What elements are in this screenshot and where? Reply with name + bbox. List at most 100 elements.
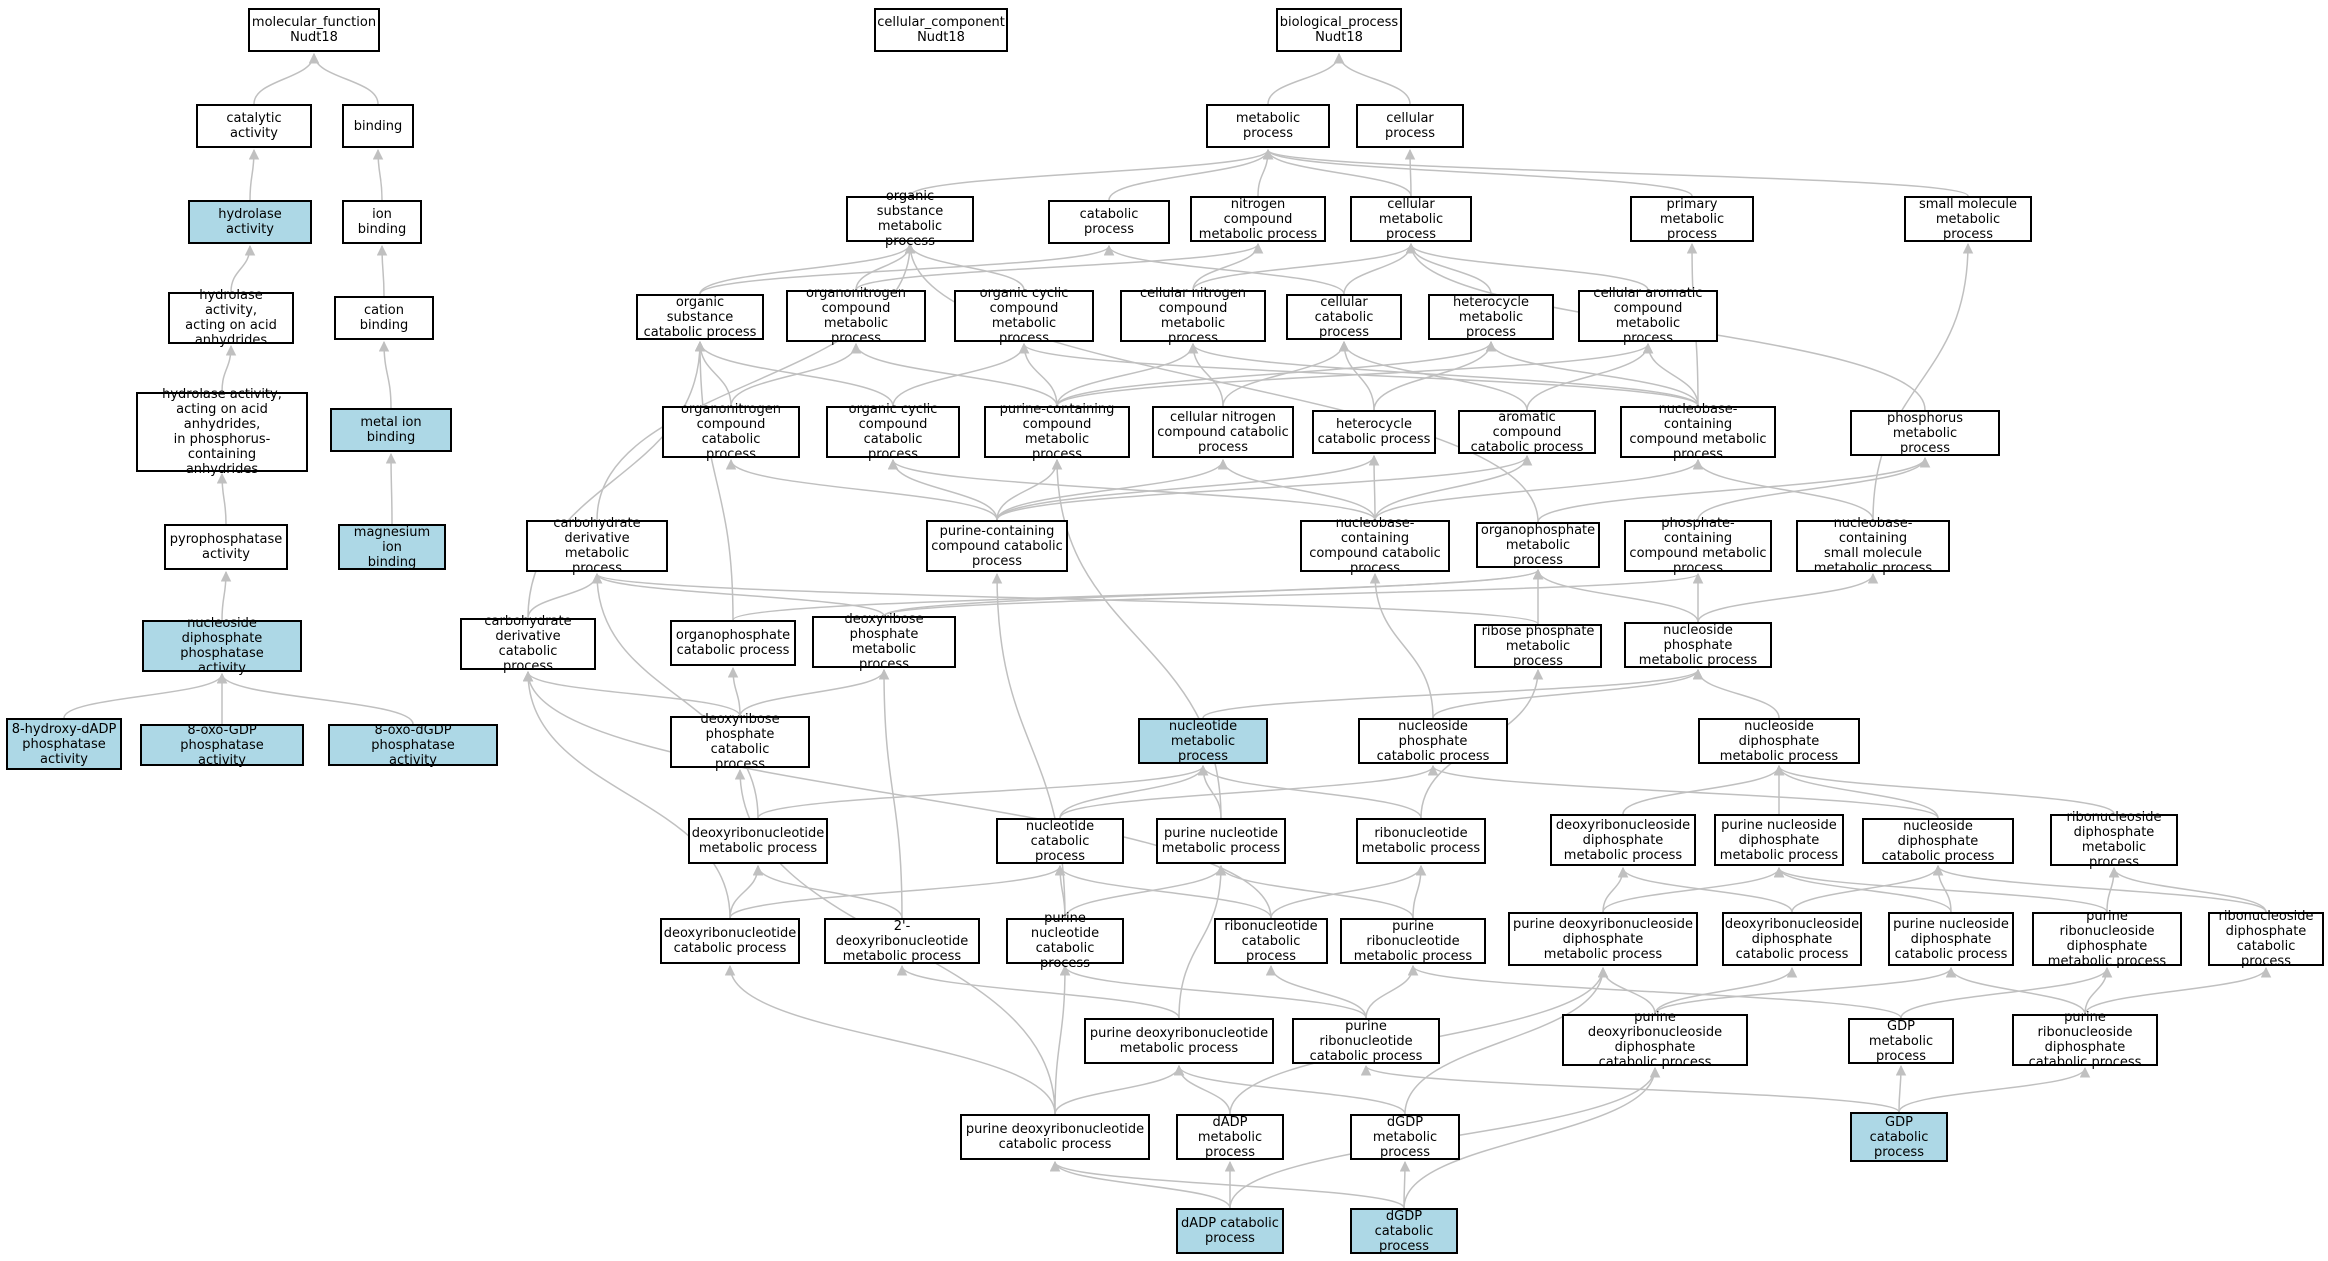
edge-metal_ion_binding-to-cation_binding — [378, 340, 392, 409]
go-term-gdp-catabolic-process: GDP catabolic process — [1850, 1112, 1948, 1162]
edge-nucleoside_diphosphate_phosphatase_activity-to-pyrophosphatase_activity — [220, 570, 232, 621]
go-term-purine-ribonucleotide-metabolic-process: purine ribonucleotide metabolic process — [1340, 918, 1486, 964]
edge-purine_ribonucleoside_diphosphate_catabolic_process-to-ribonucleoside_diphosphate_catabolic_process — [2084, 966, 2272, 1015]
go-term-ribonucleotide-catabolic-process: ribonucleotide catabolic process — [1214, 918, 1328, 964]
edge-purine_ribonucleotide_catabolic_process-to-purine_nucleotide_catabolic_process — [1059, 964, 1367, 1019]
edge-deoxyribonucleotide_metabolic_process-to-nucleotide_metabolic_process — [757, 764, 1209, 819]
edge-organonitrogen_compound_metabolic_process-to-nitrogen_compound_metabolic_process — [855, 242, 1264, 291]
edge-deoxyribose_phosphate_metabolic_process-to-phosphate_containing_compound_metabolic_process — [883, 572, 1703, 617]
edge-cellular_metabolic_process-to-cellular_process — [1404, 148, 1416, 197]
edge-nucleobase_containing_small_molecule_metabolic_process-to-nucleobase_containing_compound_metabolic_process — [1692, 458, 1874, 521]
go-term-nucleotide-metabolic-process: nucleotide metabolic process — [1138, 718, 1268, 764]
edge-nucleobase_containing_compound_metabolic_process-to-cellular_aromatic_compound_metabolic_process — [1642, 342, 1699, 407]
go-term-nucleobase-containing-small-molecule-metabolic-process: nucleobase-containing small molecule met… — [1796, 516, 1950, 576]
edge-nucleoside_phosphate_catabolic_process-to-nucleobase_containing_compound_catabolic_process — [1369, 572, 1434, 719]
edge-catalytic_activity-to-mf_root — [253, 52, 320, 105]
edge-cellular_nitrogen_compound_metabolic_process-to-nitrogen_compound_metabolic_process — [1192, 242, 1264, 291]
go-term-catabolic-process: catabolic process — [1048, 200, 1170, 244]
edge-purine_ribonucleotide_catabolic_process-to-ribonucleotide_catabolic_process — [1265, 964, 1367, 1019]
edge-purine_ribonucleoside_diphosphate_metabolic_process-to-purine_nucleoside_diphosphate_metabolic_process — [1773, 866, 2108, 913]
go-term-small-molecule-metabolic-process: small molecule metabolic process — [1904, 196, 2032, 242]
go-term-deoxyribonucleoside-diphosphate-metabolic-process: deoxyribonucleoside diphosphate metaboli… — [1550, 814, 1696, 866]
go-term-purine-deoxyribonucleotide-catabolic-process: purine deoxyribonucleotide catabolic pro… — [960, 1114, 1150, 1160]
go-term-deoxyribonucleotide-2-metabolic-process: 2'-deoxyribonucleotide metabolic process — [824, 918, 980, 964]
edge-aromatic_compound_catabolic_process-to-cellular_aromatic_compound_metabolic_process — [1526, 342, 1654, 411]
edge-magnesium_ion_binding-to-metal_ion_binding — [385, 452, 397, 525]
go-term-organic-cyclic-compound-catabolic-process: organic cyclic compound catabolic proces… — [826, 402, 960, 462]
edge-purine_containing_compound_catabolic_process-to-organonitrogen_compound_catabolic_process — [725, 458, 998, 521]
go-term-purine-nucleoside-diphosphate-metabolic-process: purine nucleoside diphosphate metabolic … — [1714, 814, 1844, 866]
go-term-nucleoside-phosphate-catabolic-process: nucleoside phosphate catabolic process — [1358, 718, 1508, 764]
edge-small_molecule_metabolic_process-to-metabolic_process — [1263, 148, 1969, 197]
edge-cellular_metabolic_process-to-metabolic_process — [1262, 148, 1412, 197]
edge-purine_nucleotide_catabolic_process-to-purine_containing_compound_catabolic_process — [991, 572, 1066, 919]
go-term-gdp-metabolic-process: GDP metabolic process — [1848, 1018, 1954, 1064]
go-term-cc-root: cellular_component Nudt18 — [874, 8, 1008, 52]
edge-ribonucleotide_catabolic_process-to-ribonucleotide_metabolic_process — [1270, 864, 1427, 919]
go-term-cellular-metabolic-process: cellular metabolic process — [1350, 196, 1472, 242]
edge-nucleotide_metabolic_process-to-nucleoside_phosphate_metabolic_process — [1202, 668, 1704, 719]
edge-purine_containing_compound_metabolic_process-to-heterocycle_metabolic_process — [1056, 340, 1497, 407]
edge-deoxyribonucleoside_diphosphate_catabolic_process-to-nucleoside_diphosphate_catabolic_process — [1791, 864, 1944, 913]
edge-purine_containing_compound_metabolic_process-to-cellular_nitrogen_compound_metabolic_process — [1056, 342, 1199, 407]
edge-binding-to-mf_root — [308, 52, 379, 105]
go-term-organic-substance-catabolic-process: organic substance catabolic process — [636, 294, 764, 340]
edge-hydrolase_acid_anhydrides-to-hydrolase_activity — [230, 244, 256, 293]
go-term-oxo-gdp-phosphatase: 8-oxo-GDP phosphatase activity — [140, 723, 304, 768]
go-term-deoxyribonucleotide-catabolic-process: deoxyribonucleotide catabolic process — [660, 918, 800, 964]
go-term-deoxyribonucleoside-diphosphate-catabolic-process: deoxyribonucleoside diphosphate cataboli… — [1722, 912, 1862, 966]
go-term-nitrogen-compound-metabolic-process: nitrogen compound metabolic process — [1190, 196, 1326, 242]
go-term-purine-ribonucleotide-catabolic-process: purine ribonucleotide catabolic process — [1292, 1018, 1440, 1064]
go-term-oxo-dgdp-phosphatase: 8-oxo-dGDP phosphatase activity — [328, 723, 498, 768]
edge-purine_deoxyribonucleotide_metabolic_process-to-purine_nucleotide_metabolic_process — [1178, 864, 1227, 1019]
edge-organic_substance_catabolic_process-to-catabolic_process — [699, 244, 1115, 295]
edge-organophosphate_catabolic_process-to-organic_substance_catabolic_process — [694, 340, 734, 621]
edge-purine_deoxyribonucleotide_catabolic_process-to-purine_deoxyribonucleotide_metabolic_process — [1054, 1064, 1185, 1115]
edge-deoxyribonucleotide_catabolic_process-to-nucleotide_catabolic_process — [729, 864, 1066, 919]
go-term-catalytic-activity: catalytic activity — [196, 104, 312, 148]
edge-oxo_dgdp_phosphatase-to-nucleoside_diphosphate_phosphatase_activity — [216, 672, 414, 725]
go-term-metal-ion-binding: metal ion binding — [330, 408, 452, 452]
go-term-purine-deoxyribonucleoside-diphosphate-catabolic-process: purine deoxyribonucleoside diphosphate c… — [1562, 1010, 1748, 1070]
edge-purine_deoxyribonucleoside_diphosphate_metabolic_process-to-purine_nucleoside_diphosphate_metabolic_process — [1602, 866, 1785, 913]
go-term-purine-ribonucleoside-diphosphate-catabolic-process: purine ribonucleoside diphosphate catabo… — [2012, 1010, 2158, 1070]
edge-phosphate_containing_compound_metabolic_process-to-phosphorus_metabolic_process — [1697, 456, 1931, 521]
edge-purine_nucleotide_metabolic_process-to-purine_containing_compound_metabolic_process — [1051, 458, 1222, 819]
edge-nucleobase_containing_compound_metabolic_process-to-heterocycle_metabolic_process — [1485, 340, 1699, 407]
go-term-purine-deoxyribonucleotide-metabolic-process: purine deoxyribonucleotide metabolic pro… — [1084, 1018, 1274, 1064]
edge-ribonucleotide_catabolic_process-to-carbohydrate_derivative_catabolic_process — [522, 670, 1272, 919]
edge-purine_ribonucleotide_metabolic_process-to-ribonucleotide_metabolic_process — [1412, 864, 1427, 919]
go-term-cation-binding: cation binding — [334, 296, 434, 340]
edge-ribonucleoside_diphosphate_catabolic_process-to-ribonucleoside_diphosphate_metabolic_process — [2108, 866, 2267, 913]
edge-gdp_catabolic_process-to-purine_ribonucleoside_diphosphate_catabolic_process — [1898, 1066, 2091, 1113]
go-term-deoxyribose-phosphate-metabolic-process: deoxyribose phosphate metabolic process — [812, 612, 956, 672]
edge-nucleobase_containing_compound_catabolic_process-to-nucleobase_containing_compound_metabolic_process — [1374, 458, 1704, 521]
edge-purine_containing_compound_metabolic_process-to-organic_cyclic_compound_metabolic_process — [1018, 342, 1058, 407]
go-term-pyrophosphatase-activity: pyrophosphatase activity — [164, 524, 288, 570]
go-term-nucleotide-catabolic-process: nucleotide catabolic process — [996, 818, 1124, 864]
edge-nucleobase_containing_compound_catabolic_process-to-aromatic_compound_catabolic_process — [1374, 454, 1533, 521]
edge-nucleobase_containing_compound_catabolic_process-to-heterocycle_catabolic_process — [1368, 454, 1380, 521]
edge-organonitrogen_compound_catabolic_process-to-organonitrogen_compound_metabolic_process — [730, 342, 862, 407]
edge-organic_cyclic_compound_catabolic_process-to-organic_substance_catabolic_process — [694, 340, 894, 407]
edge-carbohydrate_derivative_catabolic_process-to-carbohydrate_derivative_metabolic_process — [527, 572, 603, 619]
edge-ribose_phosphate_metabolic_process-to-carbohydrate_derivative_metabolic_process — [592, 572, 1539, 625]
go-term-hydrolase-phosphorus-anhydrides: hydrolase activity, acting on acid anhyd… — [136, 387, 308, 477]
edge-deoxyribose_phosphate_catabolic_process-to-carbohydrate_derivative_catabolic_process — [522, 670, 741, 717]
edge-purine_containing_compound_catabolic_process-to-cellular_nitrogen_compound_catabolic_process — [996, 458, 1229, 521]
edge-deoxyribose_phosphate_metabolic_process-to-carbohydrate_derivative_metabolic_process — [591, 572, 885, 617]
edge-dgdp_catabolic_process-to-purine_deoxyribonucleoside_diphosphate_catabolic_process — [1403, 1066, 1661, 1209]
edge-dgdp_metabolic_process-to-purine_deoxyribonucleoside_diphosphate_metabolic_process — [1404, 966, 1609, 1115]
edge-ribonucleoside_diphosphate_catabolic_process-to-nucleoside_diphosphate_catabolic_process — [1932, 864, 2267, 913]
go-term-phosphate-containing-compound-metabolic-process: phosphate-containing compound metabolic … — [1624, 516, 1772, 576]
edge-deoxyribose_phosphate_catabolic_process-to-organophosphate_catabolic_process — [727, 666, 741, 717]
go-term-cellular-nitrogen-compound-metabolic-process: cellular nitrogen compound metabolic pro… — [1120, 286, 1266, 346]
edge-hydrolase_activity-to-catalytic_activity — [248, 148, 260, 201]
edge-nucleotide_catabolic_process-to-nucleotide_metabolic_process — [1059, 764, 1209, 819]
go-term-nucleoside-diphosphate-phosphatase-activity: nucleoside diphosphate phosphatase activ… — [142, 616, 302, 676]
edge-deoxyribonucleotide_2_metabolic_process-to-deoxyribonucleotide_metabolic_process — [752, 864, 903, 919]
edge-gdp_catabolic_process-to-gdp_metabolic_process — [1895, 1064, 1907, 1113]
go-term-ribonucleotide-metabolic-process: ribonucleotide metabolic process — [1356, 818, 1486, 864]
edge-purine_deoxyribonucleoside_diphosphate_catabolic_process-to-deoxyribonucleoside_diphosphate_catabolic_process — [1654, 966, 1798, 1015]
